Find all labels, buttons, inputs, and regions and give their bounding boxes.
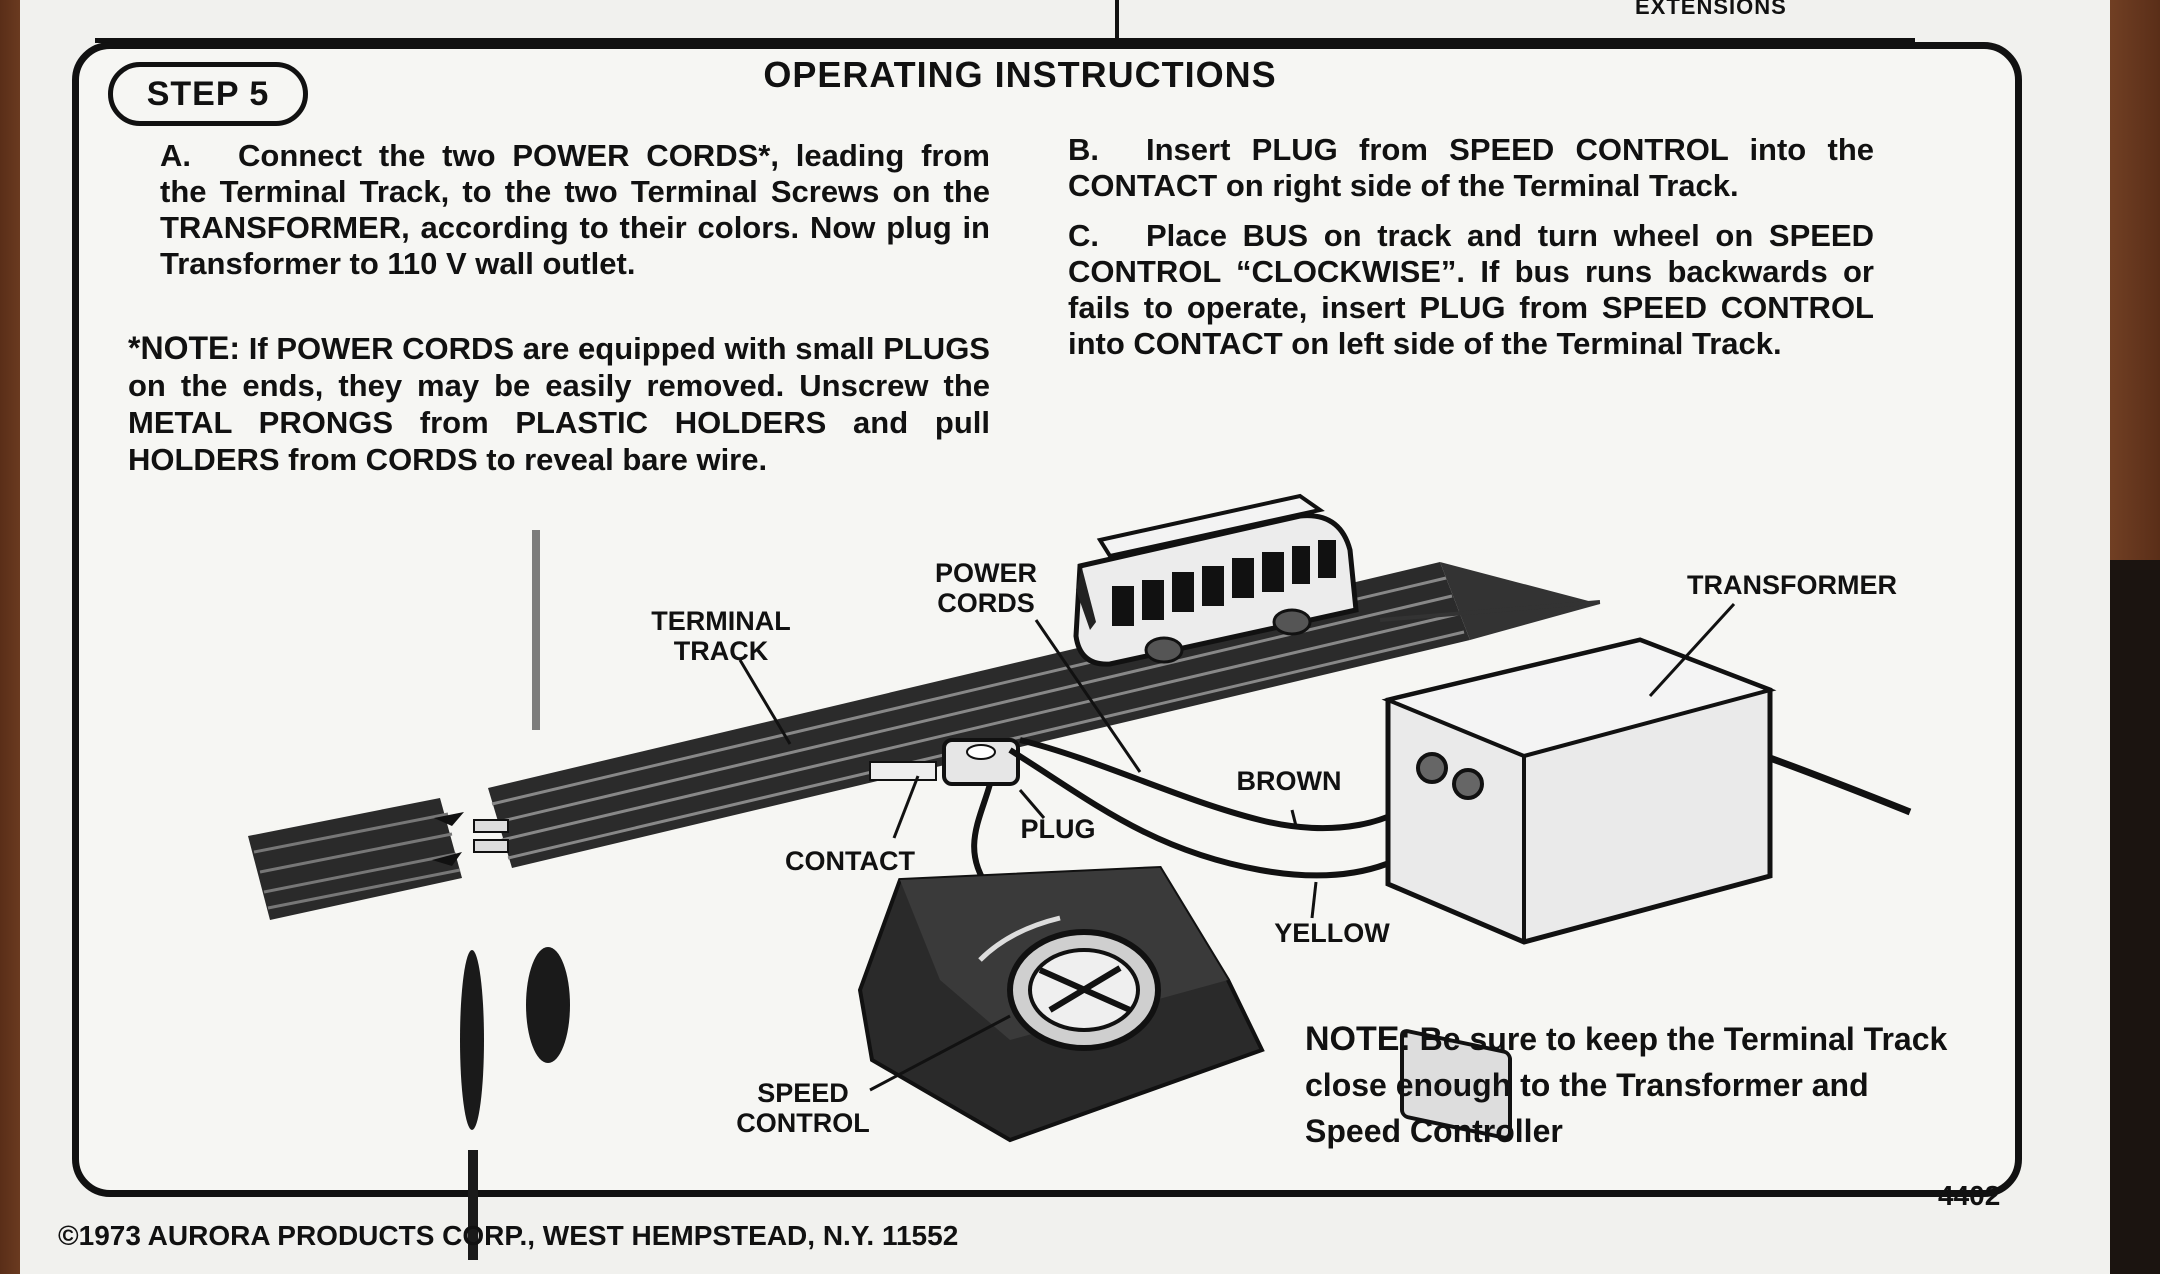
label-plug: PLUG xyxy=(1020,814,1096,844)
instructions-b-c: B.Insert PLUG from SPEED CONTROL into th… xyxy=(1068,132,1874,376)
instruction-b-tag: B. xyxy=(1068,132,1099,167)
transformer-illustration xyxy=(1381,637,1912,1140)
label-speed-control: SPEED CONTROL xyxy=(736,1078,870,1138)
ink-smudges xyxy=(460,530,570,1260)
power-cords-note-text: If POWER CORDS are equipped with small P… xyxy=(128,331,990,477)
top-section-border: EXTENSIONS xyxy=(95,0,1915,43)
direction-arrows xyxy=(432,812,464,866)
instruction-b: B.Insert PLUG from SPEED CONTROL into th… xyxy=(1068,132,1874,204)
top-section-divider xyxy=(1115,0,1119,38)
page-title: OPERATING INSTRUCTIONS xyxy=(763,54,1277,95)
extensions-heading: EXTENSIONS xyxy=(1635,0,1787,19)
bus-illustration xyxy=(1073,493,1359,667)
placement-note-lead: NOTE: xyxy=(1305,1020,1411,1058)
placement-note-text: Be sure to keep the Terminal Track close… xyxy=(1305,1021,1948,1149)
instruction-a-tag: A. xyxy=(160,138,191,173)
step-badge: STEP 5 xyxy=(108,62,308,126)
instruction-c-tag: C. xyxy=(1068,218,1099,253)
label-contact: CONTACT xyxy=(785,846,915,876)
instruction-c-text: Place BUS on track and turn wheel on SPE… xyxy=(1068,218,1874,361)
power-cords-note-lead: *NOTE: xyxy=(128,330,240,366)
label-transformer: TRANSFORMER xyxy=(1687,570,1897,600)
label-power-cords: POWER CORDS xyxy=(934,558,1037,618)
label-yellow: YELLOW xyxy=(1274,918,1390,948)
copyright-line: ©1973 AURORA PRODUCTS CORP., WEST HEMPST… xyxy=(58,1220,959,1251)
plug-illustration xyxy=(942,738,1020,786)
leader-lines xyxy=(738,602,1736,1092)
instruction-c: C.Place BUS on track and turn wheel on S… xyxy=(1068,218,1874,362)
instruction-a-text: Connect the two POWER CORDS*, leading fr… xyxy=(160,138,990,281)
track-extension-illustration xyxy=(248,798,462,920)
speed-control-illustration xyxy=(857,865,1265,1143)
part-number: 4402 xyxy=(1938,1180,2001,1211)
instruction-a: A.Connect the two POWER CORDS*, leading … xyxy=(160,138,990,296)
label-brown: BROWN xyxy=(1236,766,1342,796)
instruction-b-text: Insert PLUG from SPEED CONTROL into the … xyxy=(1068,132,1874,203)
power-cords-note: *NOTE: If POWER CORDS are equipped with … xyxy=(128,330,990,478)
placement-note: NOTE: Be sure to keep the Terminal Track… xyxy=(1305,1016,1965,1154)
label-terminal-track: TERMINAL TRACK xyxy=(651,606,791,666)
